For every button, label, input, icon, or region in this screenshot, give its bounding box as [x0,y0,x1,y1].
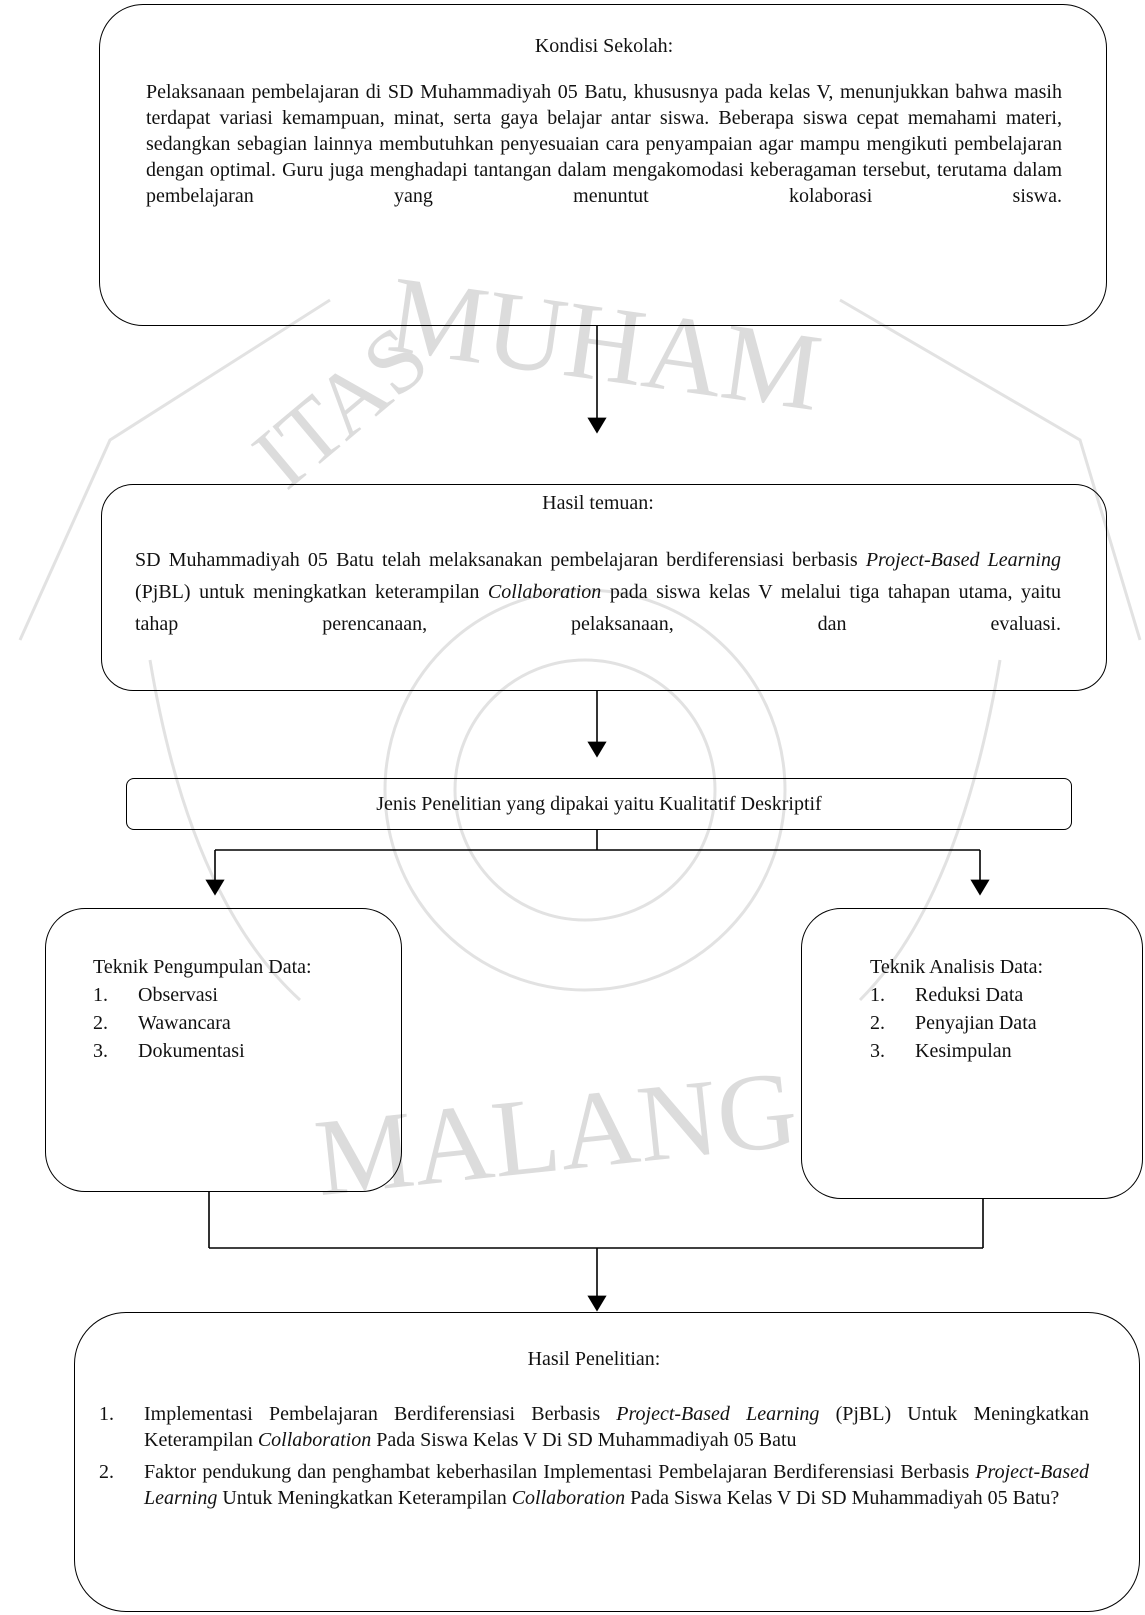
jenis-penelitian-box: Jenis Penelitian yang dipakai yaitu Kual… [126,778,1072,830]
kondisi-sekolah-text: Pelaksanaan pembelajaran di SD Muhammadi… [146,81,1062,207]
list-item: 2. Faktor pendukung dan penghambat keber… [99,1461,1090,1509]
hasil-penelitian-box: Hasil Penelitian: 1. Implementasi Pembel… [74,1312,1140,1612]
hasil-temuan-box: Hasil temuan: SD Muhammadiyah 05 Batu te… [101,484,1107,691]
hasil-penelitian-title: Hasil Penelitian: [527,1348,661,1370]
list-item: 1. Implementasi Pembelajaran Berdiferens… [99,1403,1089,1451]
hasil-temuan-text: SD Muhammadiyah 05 Batu telah melaksanak… [135,549,1061,635]
list-item: 2.Penyajian Data [870,1012,1037,1034]
teknik-analisis-box: Teknik Analisis Data: 1.Reduksi Data 2.P… [801,908,1143,1199]
list-item: 1.Observasi [93,984,218,1006]
teknik-analisis-title: Teknik Analisis Data: [870,956,1044,978]
hasil-penelitian-list: 1. Implementasi Pembelajaran Berdiferens… [99,1401,1089,1511]
jenis-penelitian-text: Jenis Penelitian yang dipakai yaitu Kual… [376,793,822,815]
teknik-pengumpulan-title: Teknik Pengumpulan Data: [93,956,312,978]
teknik-pengumpulan-list: 1.Observasi 2.Wawancara 3.Dokumentasi [93,981,401,1065]
list-item: 1.Reduksi Data [870,984,1024,1006]
list-item: 2.Wawancara [93,1012,231,1034]
svg-text:ITAS: ITAS [235,308,446,508]
list-item: 3.Kesimpulan [870,1040,1012,1062]
hasil-temuan-title: Hasil temuan: [542,492,654,514]
teknik-pengumpulan-box: Teknik Pengumpulan Data: 1.Observasi 2.W… [45,908,402,1192]
list-item: 3.Dokumentasi [93,1040,245,1062]
kondisi-sekolah-title: Kondisi Sekolah: [534,35,674,57]
kondisi-sekolah-box: Kondisi Sekolah: Pelaksanaan pembelajara… [99,4,1107,326]
teknik-analisis-list: 1.Reduksi Data 2.Penyajian Data 3.Kesimp… [870,981,1142,1065]
